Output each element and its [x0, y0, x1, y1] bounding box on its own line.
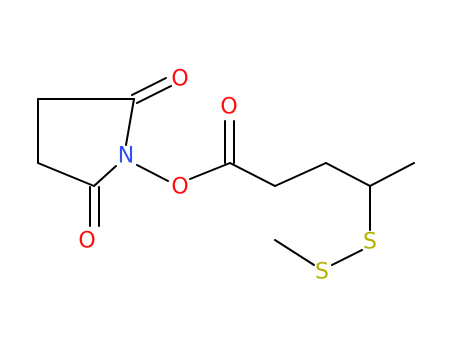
bond-top-carbonyl-1 [131, 77, 167, 96]
bond-ring-bottom-c-to-n [93, 165, 117, 187]
bond-ring-bottom-left [37, 162, 95, 187]
bond-top-carbonyl-2 [136, 85, 172, 104]
bond-layer [37, 77, 415, 266]
oxygen-atom-imide-top: O [171, 67, 188, 92]
nitrogen-atom-imide: N [118, 144, 134, 169]
bond-chain-2 [274, 162, 327, 187]
bond-chain-methyl [369, 162, 415, 187]
oxygen-atom-imide-bottom: O [78, 229, 95, 254]
sulfur-atom-alkyl: S [363, 230, 377, 255]
oxygen-atom-ester-carbonyl: O [220, 95, 237, 120]
bond-s-to-methyl [274, 239, 315, 266]
sulfur-atom-methyl: S [315, 260, 329, 285]
bond-chain-3 [325, 162, 371, 187]
atom-label-layer: O O N O O S S [78, 67, 377, 285]
bond-o-to-carbonyl-c [189, 162, 231, 180]
oxygen-atom-ester-link: O [171, 175, 188, 200]
bond-ring-top-c-to-n [125, 98, 135, 146]
bond-n-to-o [136, 164, 169, 182]
bond-s-to-s [331, 249, 363, 266]
bond-chain-1 [229, 162, 276, 187]
